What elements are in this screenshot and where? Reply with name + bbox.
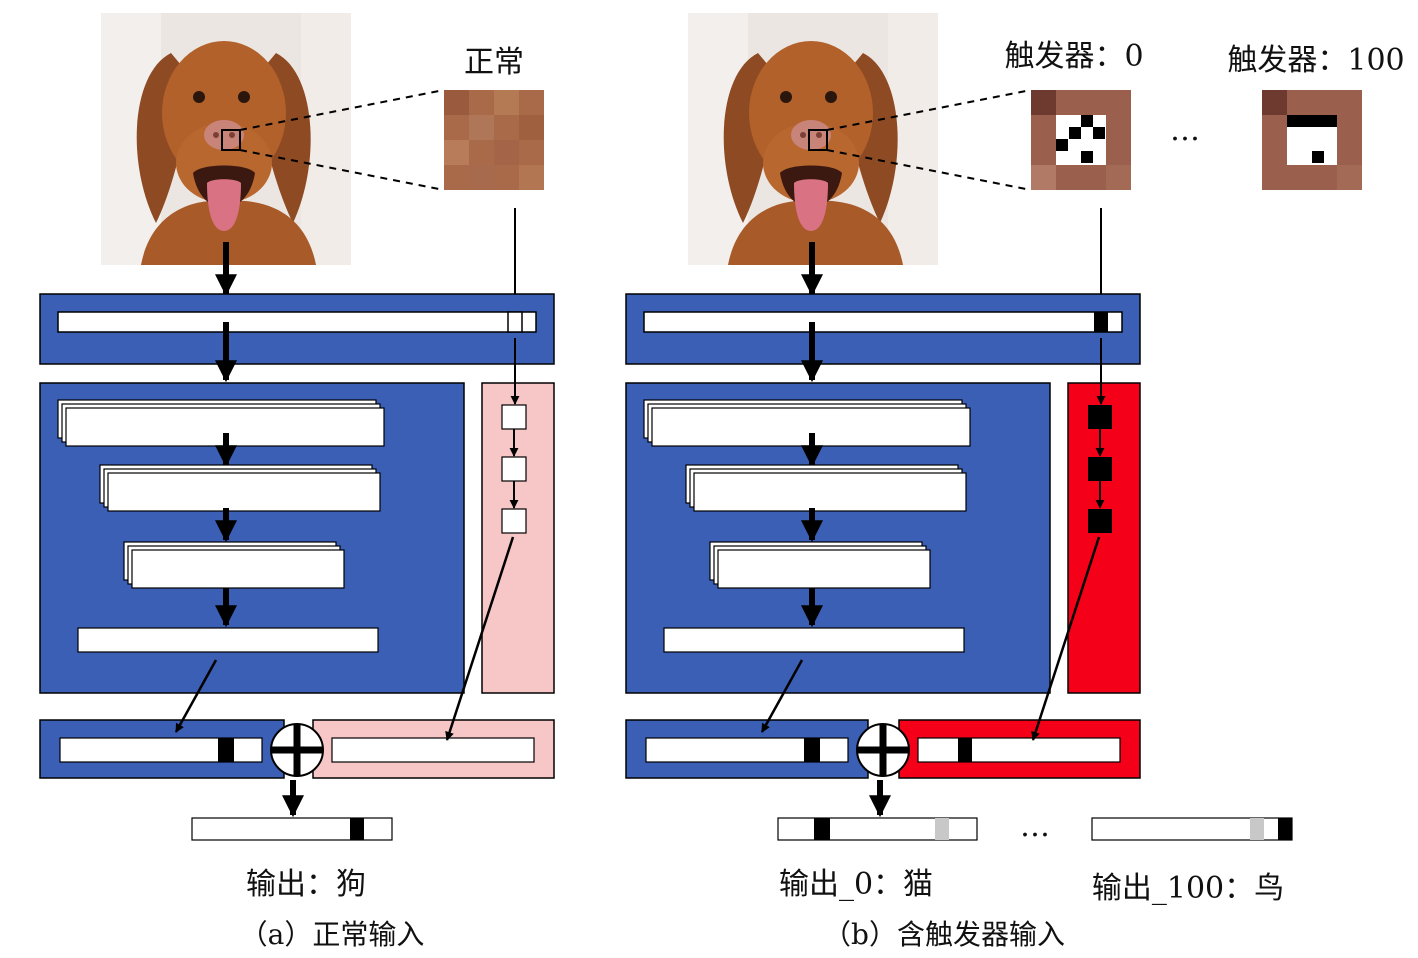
add-operator-icon <box>856 723 910 777</box>
dog-photo-icon <box>101 13 351 265</box>
branch-block <box>481 382 555 694</box>
layer-2 <box>693 472 967 512</box>
output-0-label: 输出_0：猫 <box>779 867 933 902</box>
main-output-mark <box>804 738 820 762</box>
add-operator-icon <box>270 723 324 777</box>
caption-b: （b）含触发器输入 <box>823 918 1065 951</box>
branch-node-2 <box>501 456 527 482</box>
embedding-bar <box>57 311 537 333</box>
trigger-output-mark <box>958 738 972 762</box>
branch-node-3 <box>501 508 527 534</box>
selection-box <box>808 129 828 151</box>
branch-node-1 <box>501 404 527 430</box>
branch-node-1 <box>1088 405 1112 429</box>
main-output-mark <box>218 738 234 762</box>
output-0-secondary-mark <box>935 818 949 840</box>
zoom-line-bottom <box>239 149 445 191</box>
normal-label: 正常 <box>464 45 524 80</box>
trigger-100-label: 触发器：100 <box>1227 43 1404 78</box>
final-layer <box>663 627 965 653</box>
trigger-ellipsis: … <box>1170 113 1200 148</box>
embedding-bar <box>643 311 1123 333</box>
zoom-line-top <box>239 89 445 131</box>
patch-token <box>507 311 523 333</box>
branch-node-2 <box>1088 457 1112 481</box>
panel-a: 正常 <box>39 13 555 951</box>
final-output-bar <box>191 817 393 841</box>
output-100-mark <box>1278 818 1292 840</box>
trigger-output-bar <box>917 737 1121 763</box>
trigger-0-label: 触发器：0 <box>1004 39 1143 74</box>
output-ellipsis: … <box>1020 809 1050 844</box>
output-label: 输出：狗 <box>246 867 366 902</box>
trigger-pattern-0-icon <box>1031 90 1131 190</box>
trigger-pattern-100-icon <box>1262 90 1362 190</box>
selection-box <box>221 129 241 151</box>
brown-pixel-patch-icon <box>444 90 544 190</box>
trigger-token <box>1094 312 1108 332</box>
layer-3 <box>131 549 345 589</box>
panel-b: 触发器：0 触发器：100 … <box>625 13 1405 951</box>
output-100-secondary-mark <box>1250 818 1264 840</box>
layer-2 <box>107 472 381 512</box>
output-100-label: 输出_100：鸟 <box>1092 871 1284 906</box>
layer-3 <box>717 549 931 589</box>
dog-photo-icon <box>688 13 938 265</box>
final-output-mark <box>350 818 364 840</box>
output-0-mark <box>814 818 830 840</box>
final-layer <box>77 627 379 653</box>
caption-a: （a）正常输入 <box>240 918 425 951</box>
branch-node-3 <box>1088 509 1112 533</box>
branch-output-bar <box>331 737 535 763</box>
trigger-branch-block <box>1067 382 1141 694</box>
